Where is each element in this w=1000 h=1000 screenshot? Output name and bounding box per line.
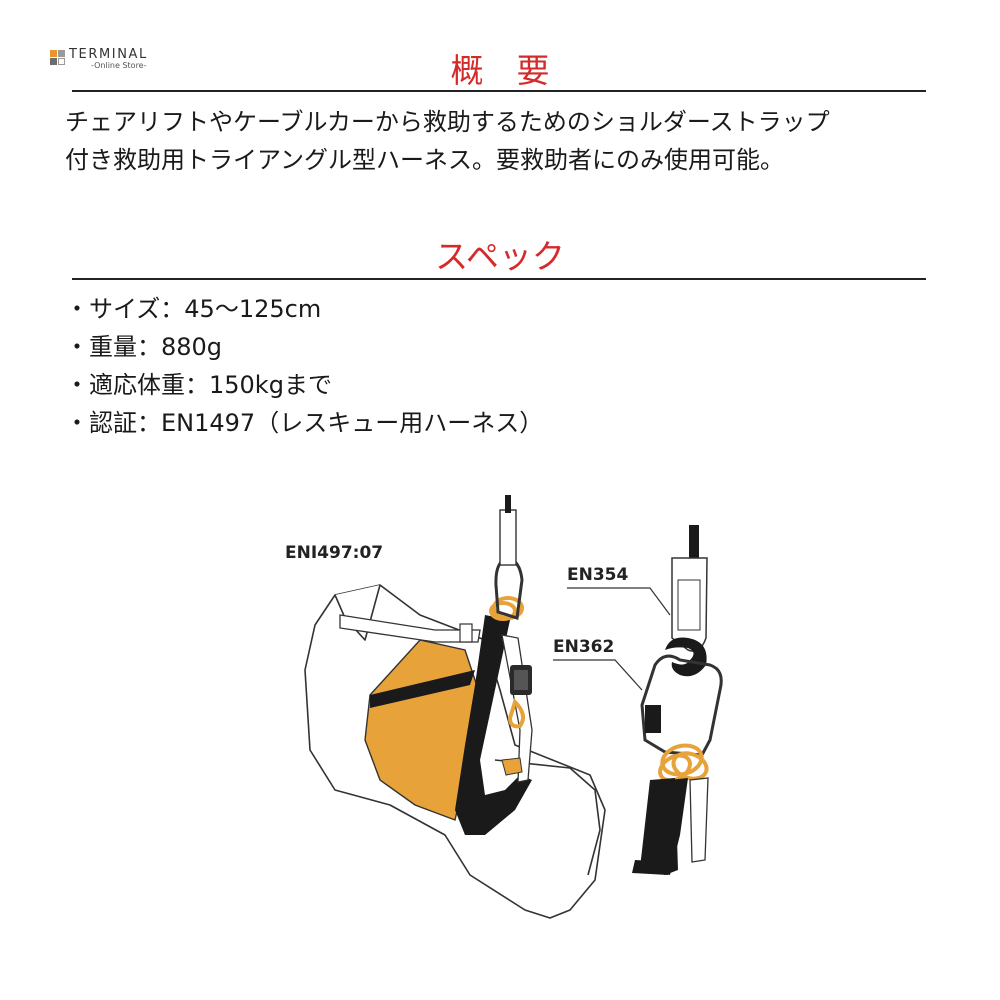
harness-d-ring-icon [489, 596, 526, 729]
label-connector-standard: EN362 [553, 637, 614, 657]
spec-title: スペック [435, 237, 565, 276]
overview-divider [72, 90, 926, 92]
terminal-logo: TERMINAL -Online Store- [50, 47, 175, 70]
overview-title: 概 要 [450, 51, 550, 90]
harness-illustration: ENI497:07 EN354 EN362 [270, 490, 730, 920]
harness-black-strap [455, 615, 532, 835]
spec-divider [72, 278, 926, 280]
carabiner-icon [494, 556, 524, 620]
logo-word: TERMINAL [69, 47, 148, 62]
logo-subtitle: -Online Store- [91, 61, 147, 70]
logo-mark-icon [50, 50, 66, 66]
spec-item-certification: ・認証：EN1497（レスキュー用ハーネス） [65, 409, 544, 437]
description-line: チェアリフトやケーブルカーから救助するためのショルダーストラップ [65, 108, 830, 136]
label-sling-standard: EN354 [567, 565, 628, 585]
label-harness-standard: ENI497:07 [285, 543, 383, 563]
lanyard-sling [665, 525, 708, 677]
overview-description: チェアリフトやケーブルカーから救助するためのショルダーストラップ 付き救助用トラ… [65, 103, 955, 179]
large-carabiner-icon [640, 654, 723, 757]
spec-list: ・サイズ：45〜125cm ・重量：880g ・適応体重：150kgまで ・認証… [65, 290, 543, 442]
description-line: 付き救助用トライアングル型ハーネス。要救助者にのみ使用可能。 [65, 146, 785, 174]
spec-item-max-load: ・適応体重：150kgまで [65, 371, 332, 399]
spec-item-size: ・サイズ：45〜125cm [65, 295, 322, 323]
spec-item-weight: ・重量：880g [65, 333, 223, 361]
